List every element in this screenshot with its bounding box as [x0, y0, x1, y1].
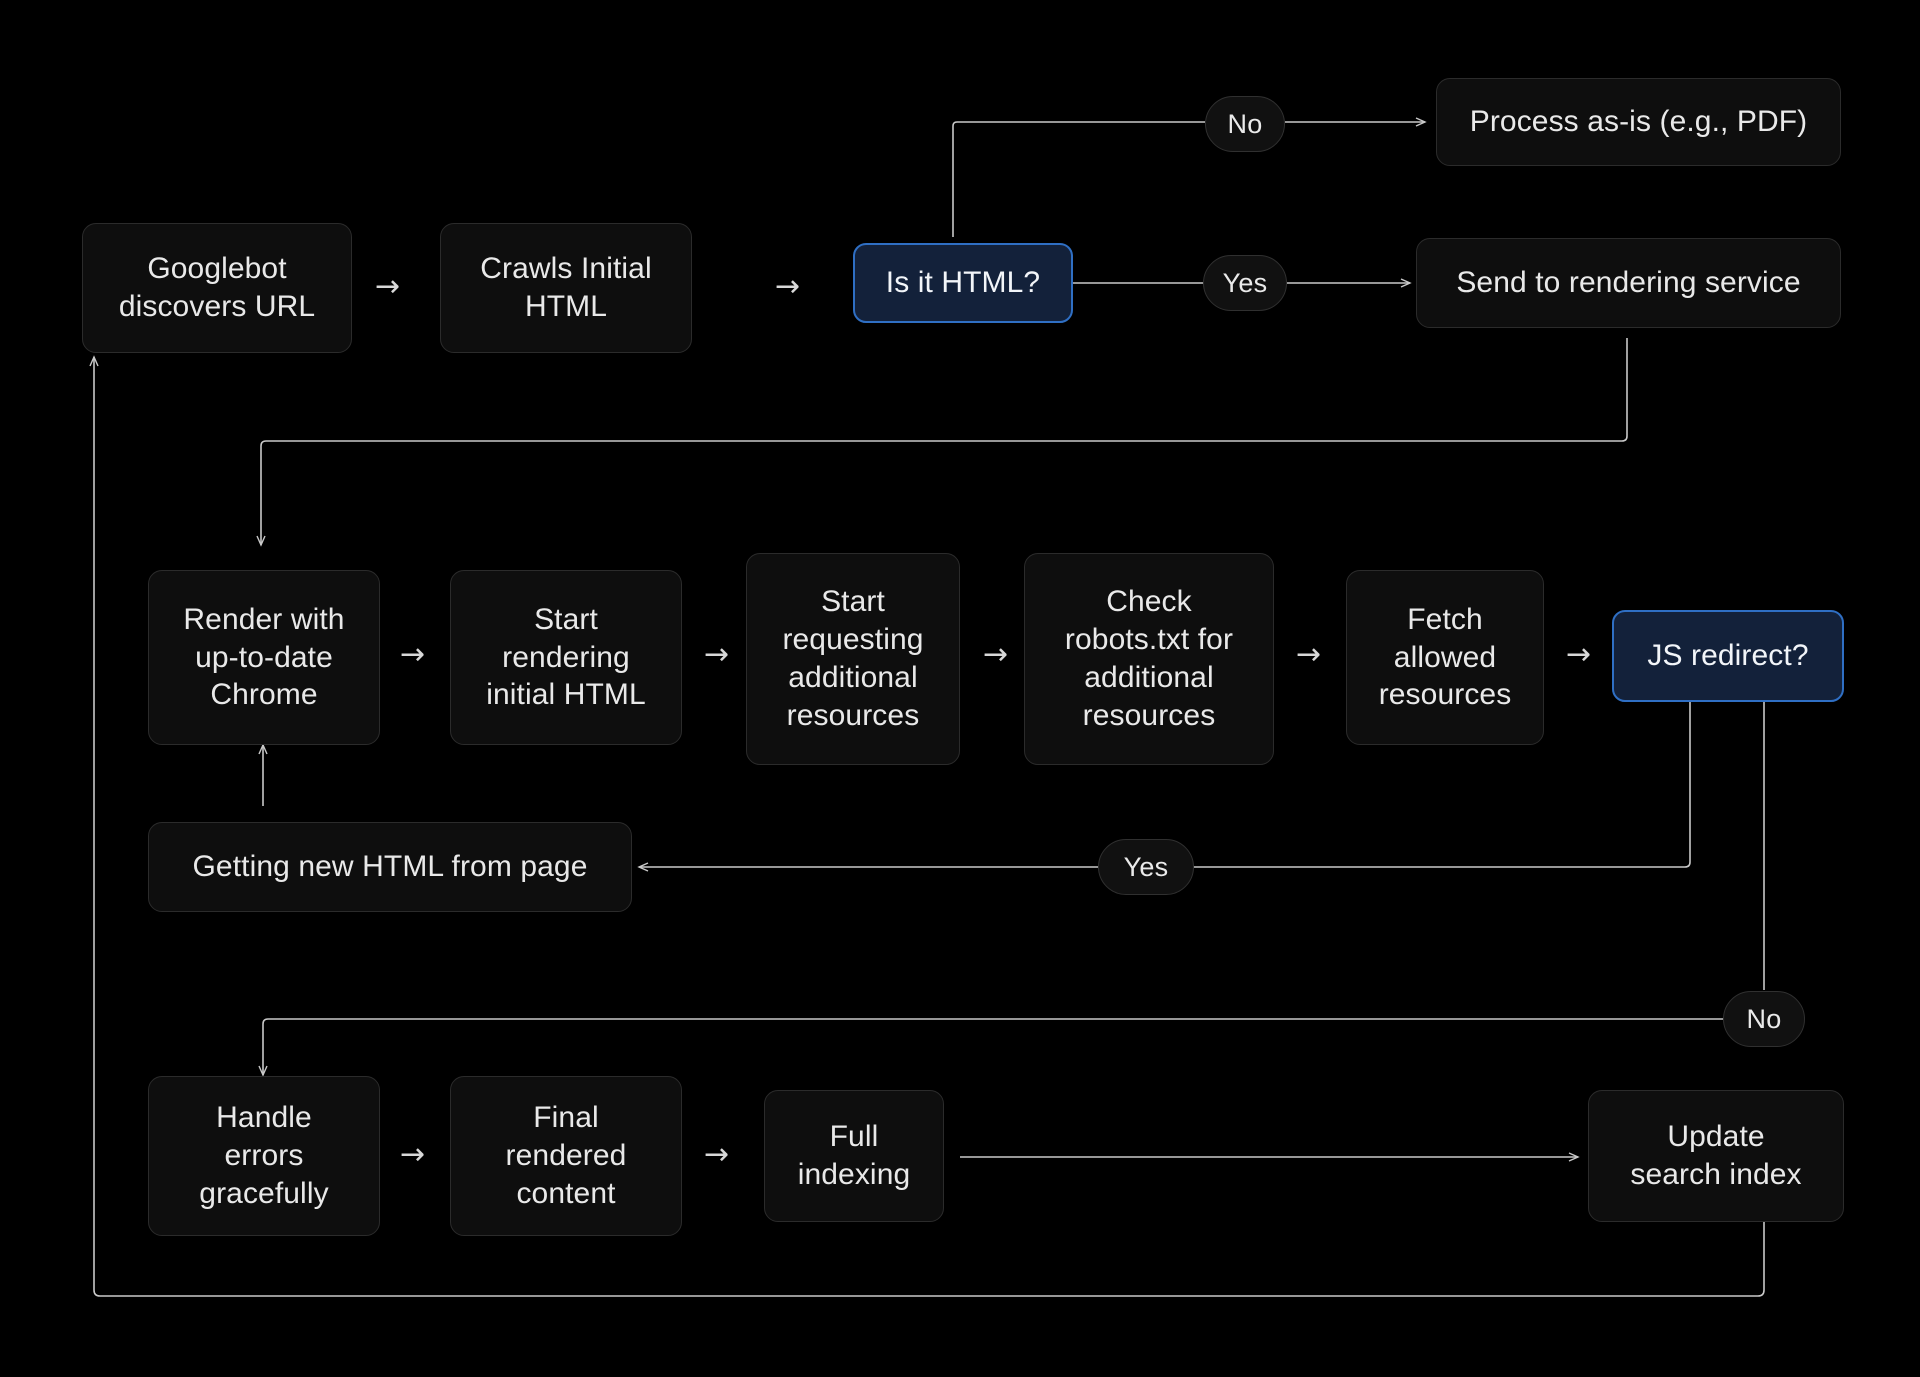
arrow-handle-errors-to-final: →	[400, 1137, 426, 1172]
arrow-requesting-to-robots: →	[983, 637, 1009, 672]
arrow-crawls-to-ishtml: →	[775, 269, 801, 304]
node-start-requesting-additional-resources[interactable]: Start requesting additional resources	[746, 553, 960, 765]
node-googlebot-discovers-url[interactable]: Googlebot discovers URL	[82, 223, 352, 353]
arrow-fetch-to-jsredirect: →	[1566, 637, 1592, 672]
edge-label-redirect-yes: Yes	[1098, 839, 1194, 895]
node-handle-errors-gracefully[interactable]: Handle errors gracefully	[148, 1076, 380, 1236]
arrow-start-rendering-to-requesting: →	[704, 637, 730, 672]
edge-update-back-to-googlebot	[89, 355, 1765, 1297]
node-getting-new-html[interactable]: Getting new HTML from page	[148, 822, 632, 912]
node-final-rendered-content[interactable]: Final rendered content	[450, 1076, 682, 1236]
edge-html-to-no	[952, 121, 1205, 237]
arrow-googlebot-to-crawls: →	[375, 269, 401, 304]
edge-label-redirect-no: No	[1723, 991, 1805, 1047]
edge-no-to-handle-errors	[258, 1018, 1723, 1077]
edge-jsredirect-to-yes	[1150, 702, 1691, 868]
node-render-with-chrome[interactable]: Render with up-to-date Chrome	[148, 570, 380, 745]
node-fetch-allowed-resources[interactable]: Fetch allowed resources	[1346, 570, 1544, 745]
edge-label-html-no: No	[1205, 96, 1285, 152]
node-is-it-html[interactable]: Is it HTML?	[853, 243, 1073, 323]
arrow-robots-to-fetch: →	[1296, 637, 1322, 672]
node-crawls-initial-html[interactable]: Crawls Initial HTML	[440, 223, 692, 353]
arrow-render-to-start-rendering: →	[400, 637, 426, 672]
node-start-rendering-initial-html[interactable]: Start rendering initial HTML	[450, 570, 682, 745]
node-check-robots-txt[interactable]: Check robots.txt for additional resource…	[1024, 553, 1274, 765]
node-js-redirect[interactable]: JS redirect?	[1612, 610, 1844, 702]
node-process-as-is[interactable]: Process as-is (e.g., PDF)	[1436, 78, 1841, 166]
arrow-final-to-fullindex: →	[704, 1137, 730, 1172]
node-full-indexing[interactable]: Full indexing	[764, 1090, 944, 1222]
edge-label-html-yes: Yes	[1203, 255, 1287, 311]
node-send-to-rendering-service[interactable]: Send to rendering service	[1416, 238, 1841, 328]
edge-rendering-to-render-chrome	[256, 338, 1628, 547]
node-update-search-index[interactable]: Update search index	[1588, 1090, 1844, 1222]
